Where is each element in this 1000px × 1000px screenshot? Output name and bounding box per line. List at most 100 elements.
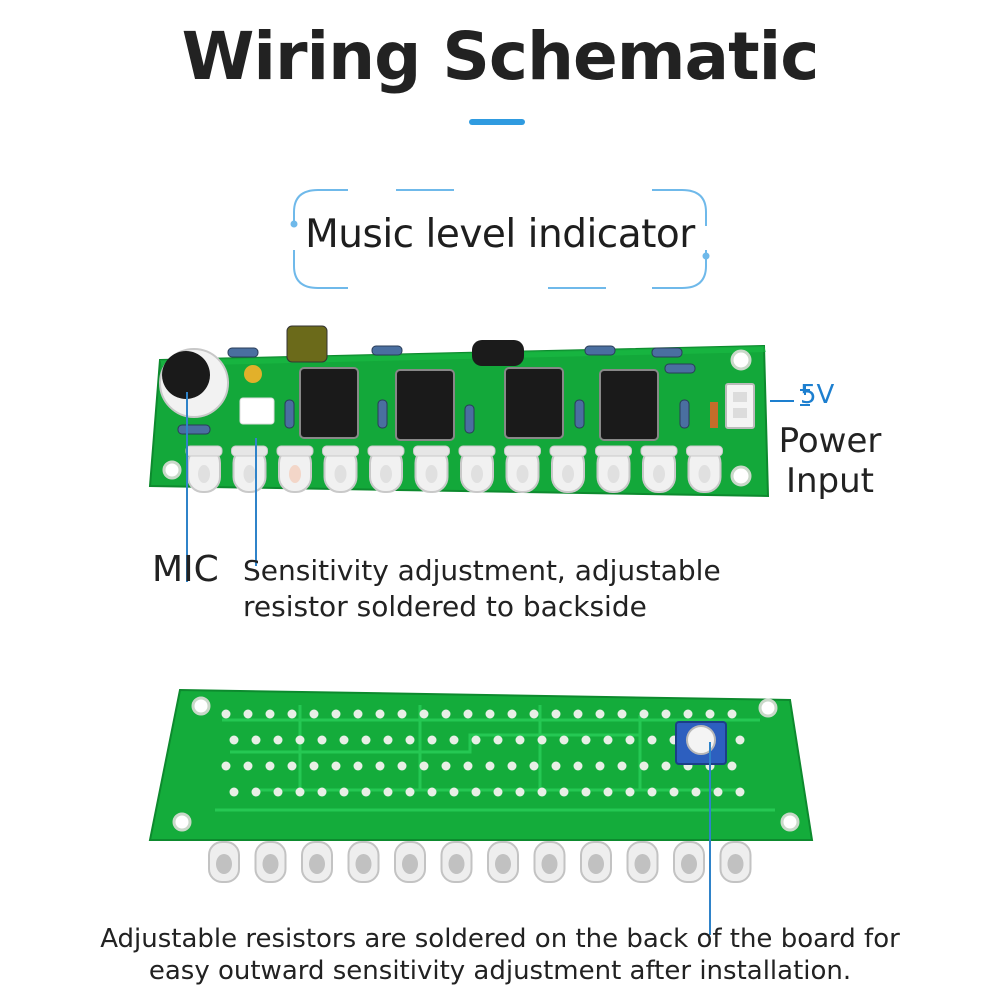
solder-pad [647, 735, 657, 745]
solder-pad [265, 761, 275, 771]
front-potentiometer-outline [239, 397, 275, 425]
front-led [185, 445, 223, 493]
solder-pad [529, 761, 539, 771]
solder-pad [405, 735, 415, 745]
solder-pad [713, 787, 723, 797]
back-led [533, 841, 566, 883]
front-led [595, 445, 632, 493]
solder-pad [331, 709, 341, 719]
solder-pad [559, 787, 569, 797]
diode [710, 402, 718, 428]
frame-dot-right [702, 252, 710, 260]
chip-u2 [395, 369, 455, 441]
solder-pad [331, 761, 341, 771]
solder-pad [617, 709, 627, 719]
solder-pad [625, 735, 635, 745]
solder-pad [273, 787, 283, 797]
back-board-caption: Adjustable resistors are soldered on the… [60, 923, 940, 987]
solder-pad [229, 735, 239, 745]
solder-pad [661, 761, 671, 771]
microphone [162, 351, 210, 399]
solder-pad [603, 787, 613, 797]
solder-pad [463, 709, 473, 719]
front-led [276, 445, 314, 493]
back-led [254, 841, 287, 883]
mount-hole [162, 460, 182, 480]
chip-u3 [504, 367, 564, 439]
sensitivity-label-line1: Sensitivity adjustment, adjustable [243, 554, 721, 587]
solder-pad [229, 787, 239, 797]
back-led [301, 841, 333, 883]
solder-pad [471, 787, 481, 797]
solder-pad [339, 787, 349, 797]
back-pcb-board [148, 688, 814, 841]
voltage-label: 5V [800, 380, 835, 410]
caption-line2: easy outward sensitivity adjustment afte… [148, 956, 852, 986]
back-led [580, 841, 612, 883]
solder-pad [427, 735, 437, 745]
mount-hole [730, 465, 752, 487]
solder-pad [471, 735, 481, 745]
solder-pad [295, 787, 305, 797]
solder-pad [463, 761, 473, 771]
solder-pad [221, 709, 231, 719]
power-connector [725, 383, 755, 429]
solder-pad [441, 709, 451, 719]
solder-pad [705, 709, 715, 719]
back-led [673, 841, 705, 883]
solder-pad [581, 735, 591, 745]
front-led [686, 445, 723, 493]
solder-pad [287, 761, 297, 771]
solder-pad [427, 787, 437, 797]
back-led [719, 841, 752, 883]
solder-pad [515, 735, 525, 745]
solder-pad [265, 709, 275, 719]
solder-pad [735, 735, 745, 745]
subtitle-frame [293, 189, 707, 289]
solder-pad [287, 709, 297, 719]
solder-pad [485, 761, 495, 771]
solder-pad [625, 787, 635, 797]
solder-pad [537, 735, 547, 745]
solder-pad [603, 735, 613, 745]
solder-pad [647, 787, 657, 797]
solder-pad [581, 787, 591, 797]
front-led [367, 445, 405, 493]
solder-pad [441, 761, 451, 771]
solder-pad [573, 761, 583, 771]
solder-pad [691, 787, 701, 797]
frame-dot-left [290, 220, 298, 228]
chip-u1 [299, 367, 359, 439]
solder-pad [375, 709, 385, 719]
power-label-line1: Power [778, 421, 882, 461]
solder-pad [537, 787, 547, 797]
caption-line1: Adjustable resistors are soldered on the… [100, 924, 900, 954]
solder-pad [735, 787, 745, 797]
solder-pad [405, 787, 415, 797]
solder-pad [449, 787, 459, 797]
solder-pad [361, 787, 371, 797]
power-symbols [770, 385, 810, 406]
solder-pad [221, 761, 231, 771]
solder-pad [353, 709, 363, 719]
back-led [626, 841, 659, 883]
solder-pad [397, 761, 407, 771]
back-led [347, 841, 380, 883]
solder-pad [251, 735, 261, 745]
solder-pad [639, 709, 649, 719]
front-led [549, 445, 587, 493]
mic-label: MIC [152, 549, 219, 590]
solder-pad [617, 761, 627, 771]
solder-pad [485, 709, 495, 719]
capacitor-black [472, 340, 524, 366]
solder-pad [449, 735, 459, 745]
solder-pad [383, 787, 393, 797]
sensitivity-label: Sensitivity adjustment, adjustable resis… [243, 553, 723, 625]
solder-pad [273, 735, 283, 745]
solder-pad [507, 709, 517, 719]
solder-pad [595, 709, 605, 719]
front-led-row [185, 445, 723, 493]
sensitivity-label-line2: resistor soldered to backside [243, 590, 647, 623]
back-led-row [208, 841, 752, 883]
